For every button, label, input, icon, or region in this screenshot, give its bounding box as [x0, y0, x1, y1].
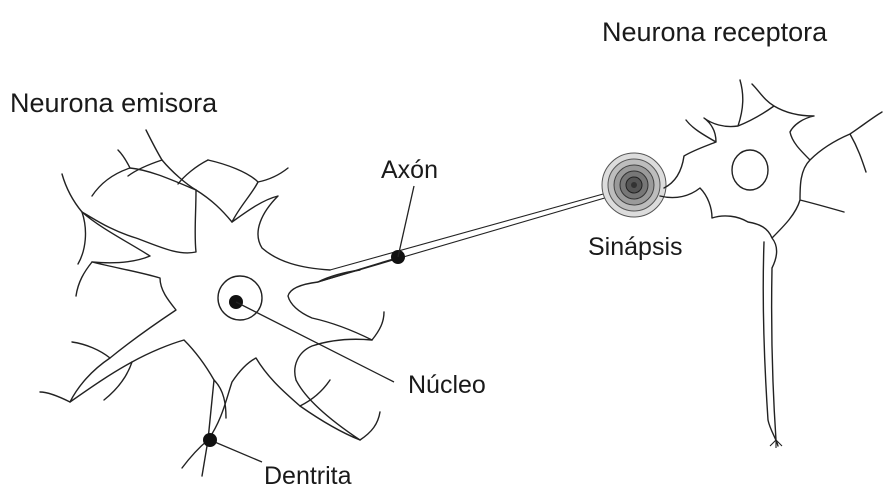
emitter-title: Neurona emisora [10, 88, 218, 118]
emitter-soma-outline [69, 189, 401, 441]
receiver-title: Neurona receptora [602, 17, 828, 47]
dendrite-leader [209, 439, 263, 463]
synapse-ring-6 [631, 182, 637, 188]
dendrite-marker-dot [203, 433, 217, 447]
emitter-dendrites [39, 129, 385, 477]
receiver-neuron [659, 79, 883, 448]
nucleus-leader [235, 301, 395, 383]
synapse [601, 152, 667, 218]
axon-lower-line [317, 189, 633, 283]
synapse-label: Sinápsis [588, 233, 683, 261]
axon-leader [397, 185, 415, 258]
emitter-neuron [39, 129, 401, 477]
nucleus-label: Núcleo [408, 371, 486, 399]
dendrite-label: Dentrita [264, 462, 352, 490]
receiver-nucleus [731, 149, 769, 191]
axon-upper-line [329, 185, 633, 271]
receiver-axon-tip [769, 439, 783, 448]
axon-label: Axón [381, 156, 438, 184]
receiver-soma-outline [659, 79, 883, 447]
emitter-nucleus-ring [217, 275, 263, 321]
